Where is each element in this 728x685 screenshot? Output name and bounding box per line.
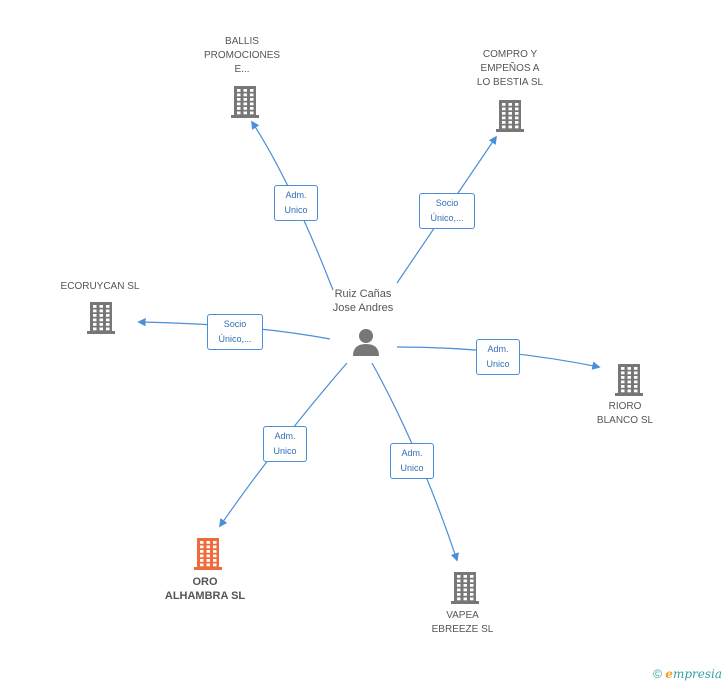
- brand-logo: empresia: [665, 667, 722, 681]
- building-icon[interactable]: [229, 84, 261, 118]
- relation-label[interactable]: Adm. Unico: [274, 185, 318, 221]
- building-icon[interactable]: [613, 362, 645, 396]
- relation-label[interactable]: Socio Único,...: [207, 314, 263, 350]
- person-icon[interactable]: [351, 327, 381, 357]
- relation-label[interactable]: Adm. Unico: [390, 443, 434, 479]
- building-icon[interactable]: [85, 300, 117, 334]
- copyright-icon: ©: [653, 667, 662, 681]
- relation-label[interactable]: Socio Único,...: [419, 193, 475, 229]
- company-label[interactable]: ORO ALHAMBRA SL: [164, 576, 246, 602]
- company-label[interactable]: COMPRO Y EMPEÑOS A LO BESTIA SL: [476, 49, 544, 88]
- company-label[interactable]: BALLIS PROMOCIONES E...: [203, 36, 281, 75]
- relation-label[interactable]: Adm. Unico: [476, 339, 520, 375]
- company-label[interactable]: ECORUYCAN SL: [60, 281, 140, 292]
- building-icon[interactable]: [449, 570, 481, 604]
- footer-brand: © empresia: [653, 667, 722, 681]
- building-icon[interactable]: [192, 536, 224, 570]
- company-label[interactable]: VAPEA EBREEZE SL: [431, 610, 494, 635]
- building-icon[interactable]: [494, 98, 526, 132]
- center-person-name[interactable]: Ruiz Cañas Jose Andres: [332, 288, 394, 314]
- relation-label[interactable]: Adm. Unico: [263, 426, 307, 462]
- company-label[interactable]: RIORO BLANCO SL: [596, 401, 654, 426]
